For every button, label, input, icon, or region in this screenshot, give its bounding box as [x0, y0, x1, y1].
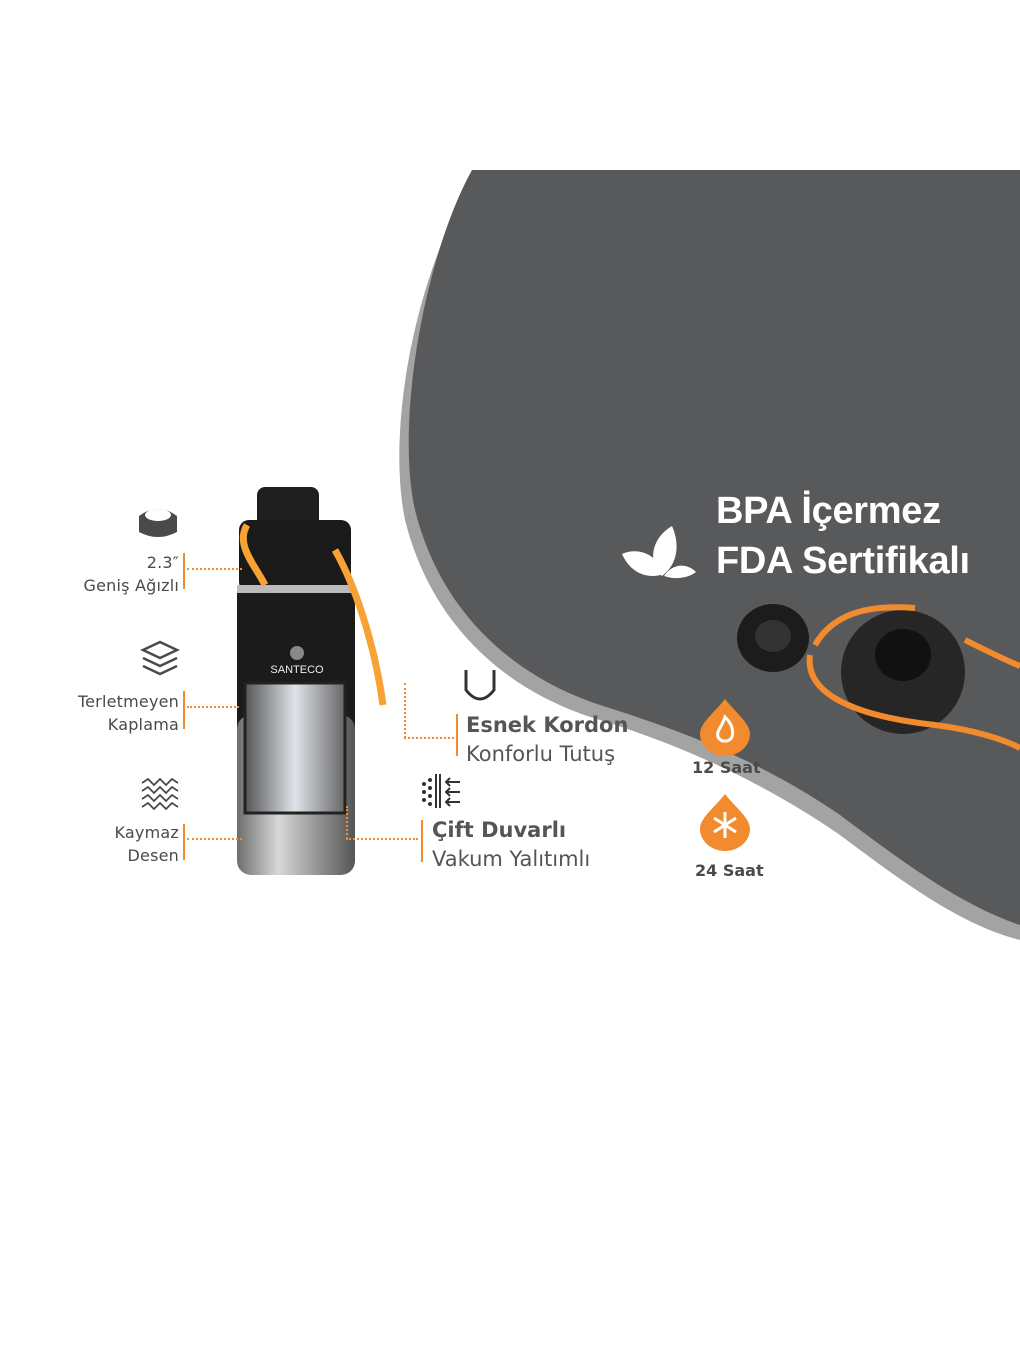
headline-line2: FDA Sertifikalı: [716, 540, 970, 582]
pointer-line: [187, 838, 242, 840]
feature-line1: 2.3″: [146, 553, 179, 572]
divider: [421, 820, 423, 862]
feature-subtitle: Konforlu Tutuş: [466, 742, 616, 766]
feature-wide-mouth: 2.3″ Geniş Ağızlı: [40, 551, 179, 597]
headline-line1: BPA İçermez: [716, 490, 941, 532]
feature-subtitle: Vakum Yalıtımlı: [432, 847, 591, 871]
feature-line1: Terletmeyen: [77, 692, 179, 711]
pointer-line: [404, 683, 406, 738]
divider: [183, 553, 185, 589]
feature-line2: Geniş Ağızlı: [83, 576, 179, 595]
feature-line2: Kaplama: [107, 715, 179, 734]
zigzag-pattern-icon: [141, 778, 179, 811]
divider: [183, 691, 185, 729]
flame-icon: [700, 699, 750, 756]
hot-duration: 12 Saat: [692, 758, 761, 777]
cord-icon: [464, 670, 496, 701]
cold-duration: 24 Saat: [695, 861, 764, 880]
divider: [183, 824, 185, 860]
feature-title: Çift Duvarlı: [432, 818, 567, 842]
feature-line1: Kaymaz: [114, 823, 179, 842]
feature-title: Esnek Kordon: [466, 713, 629, 737]
pointer-line: [187, 706, 239, 708]
leaf-icon: [622, 526, 696, 579]
layers-icon: [140, 640, 180, 676]
divider: [456, 714, 458, 756]
snowflake-icon: [700, 794, 750, 851]
bottle-image: [237, 487, 387, 875]
pointer-line: [187, 568, 242, 570]
feature-line2: Desen: [127, 846, 179, 865]
wide-mouth-icon: [139, 509, 177, 537]
lid-image: [737, 604, 1020, 751]
vacuum-insulation-icon: [422, 774, 460, 808]
pointer-line: [346, 838, 418, 840]
brand-logo: SANTECO: [270, 664, 324, 676]
pointer-line: [346, 806, 348, 839]
pointer-line: [404, 737, 454, 739]
